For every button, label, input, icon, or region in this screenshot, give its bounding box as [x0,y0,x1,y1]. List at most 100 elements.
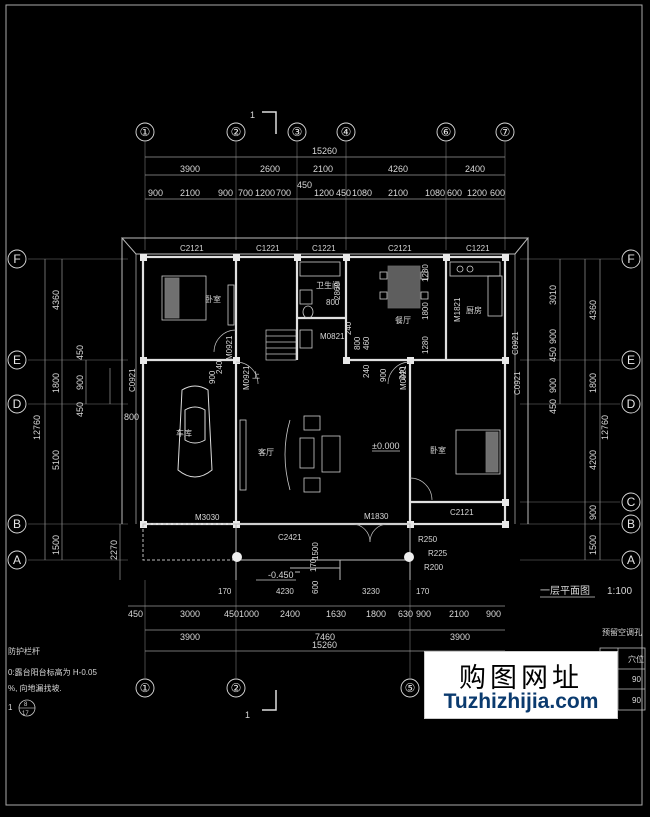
dim-inner-8: 240 [362,364,371,378]
axis-left-5-circle [7,550,27,570]
bed-left [161,275,207,321]
left-dimension-lines [44,259,121,580]
dim-right-seg-2: 4200 [588,450,598,470]
axis-bottom-1: ② [231,681,242,695]
dim-inner-4: 460 [362,336,371,350]
label-m0921-a: M0921 [225,335,234,360]
dim-right-total: 12760 [600,415,610,440]
dim-porch-5: 170 [218,587,232,596]
dim-left-2270: 2270 [109,540,119,560]
sheet-border [5,4,643,806]
right-dimension-lines [559,259,601,560]
dim-top-total: 15260 [312,146,337,156]
axis-top-5: ⑦ [500,125,511,139]
dim-inner-5: 1280 [421,264,430,282]
label-c0921-right-top: C0921 [511,331,520,355]
dim-right-inner-0: 3010 [548,285,558,305]
dim-bottom-r1-9: 900 [486,609,501,619]
dim-inner-11: 900 [208,370,217,384]
radius-2: R200 [424,563,444,572]
label-m1830: M1830 [364,512,389,521]
section-mark-bottom: 1 [245,690,277,720]
note-line2: 0:露台阳台标高为 H-0.05 [8,667,97,677]
car [177,385,213,478]
detail-ref-bottom: 17 [22,711,29,717]
level-indoor: ±0.000 [372,441,399,451]
dim-inner-7: 1280 [421,336,430,354]
axis-top-4: ⑥ [441,125,452,139]
dim-bottom-r1-5: 1800 [366,609,386,619]
svg-text:1: 1 [245,710,250,720]
bathroom-fixtures [299,261,341,349]
dim-bottom-r2-1: 7460 [315,632,335,642]
table-row-1: 90 [632,675,641,684]
label-m0921-c: M0921 [399,365,408,390]
table-row-2: 90 [632,696,641,705]
axis-right-0-circle [621,249,641,269]
label-c2421: C2421 [278,533,302,542]
dim-inner-12: 240 [215,360,224,374]
dim-left-total: 12760 [32,415,42,440]
dim-right-inner-1: 900 [548,329,558,344]
dim-bottom-r2-0: 3900 [180,632,200,642]
axis-left-5: A [13,553,21,567]
watermark: 购图网址 Tuzhizhijia.com [424,651,618,719]
axis-top-1: ② [231,125,242,139]
drawing-title: 一层平面图 [540,585,590,597]
watermark-en: Tuzhizhijia.com [443,690,599,713]
axis-right-5-circle [621,550,641,570]
dim-left-seg-1: 1800 [51,373,61,393]
axis-top-4-circle [436,122,456,142]
dim-top-r2-12: 1200 [467,188,487,198]
level-outdoor: -0.450 [268,570,294,580]
stairs [265,329,297,361]
dim-top-r2-6: 1200 [314,188,334,198]
label-window-top-1: C1221 [256,244,280,253]
drawing-scale: 1:100 [607,586,632,597]
label-m0821: M0821 [320,332,345,341]
axis-right-2-circle [621,394,641,414]
axis-top-3-circle [336,122,356,142]
dim-porch-1: 170 [309,558,318,572]
kitchen-counter [449,261,503,317]
dim-porch-0: 1500 [311,542,320,560]
axis-left-4: B [13,517,21,531]
axis-right-1-circle [621,350,641,370]
dim-left-800: 800 [124,412,139,422]
dim-bottom-r2-2: 3900 [450,632,470,642]
label-m3030: M3030 [195,513,220,522]
axis-bottom-0: ① [140,681,151,695]
dim-top-r2-4: 1200 [255,188,275,198]
dim-right-seg-4: 1500 [588,535,598,555]
label-c0921-left: C0921 [128,368,137,392]
dim-bottom-row2: 3900 7460 3900 [180,632,470,642]
axis-left-0: F [13,252,20,266]
sofa-set [239,415,341,493]
axis-top-3: ④ [341,125,352,139]
section-mark-top: 1 [250,110,277,134]
axis-top-0: ① [140,125,151,139]
dim-left-seg-3: 1500 [51,535,61,555]
dim-top-r2-10: 1080 [425,188,445,198]
stair-up: 上 [252,371,260,380]
bed-right [455,429,501,475]
room-bathroom: 卫生间 [316,280,340,290]
axis-top-1-circle [226,122,246,142]
label-m1821: M1821 [453,297,462,322]
dim-porch-4: 3230 [362,587,380,596]
dim-top-r2-9: 2100 [388,188,408,198]
dim-top-450: 450 [297,180,312,190]
dim-right-inner-3: 900 [548,378,558,393]
room-bedroom-left: 卧室 [205,294,221,304]
dim-top-r2-2: 900 [218,188,233,198]
dim-top-r2-1: 2100 [180,188,200,198]
axis-top-5-circle [495,122,515,142]
room-kitchen: 厨房 [466,305,482,315]
